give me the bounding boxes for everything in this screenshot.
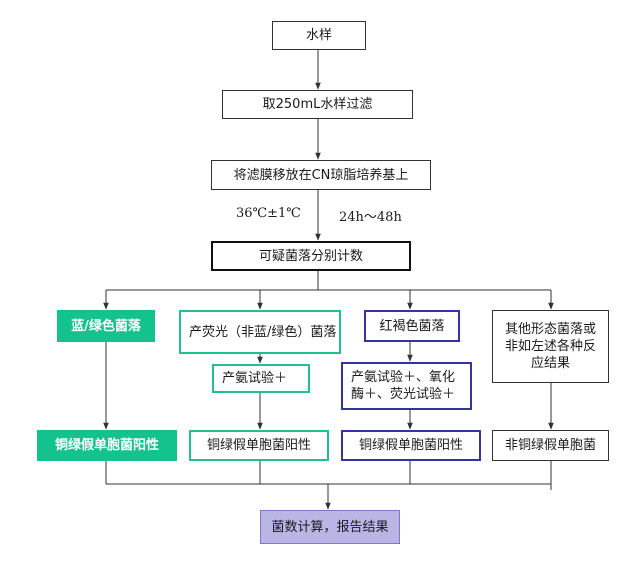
condition-time: 24h～48h — [339, 210, 402, 225]
node-filter: 取250mL水样过滤 — [222, 90, 413, 119]
node-other-colony: 其他形态菌落或非如左述各种反应结果 — [492, 310, 609, 383]
node-transfer: 将滤膜移放在CN琼脂培养基上 — [211, 160, 431, 190]
node-ammonia-test: 产氨试验＋ — [212, 364, 310, 393]
node-red-brown-colony: 红褐色菌落 — [364, 310, 460, 342]
node-report: 菌数计算，报告结果 — [260, 510, 400, 544]
node-count: 可疑菌落分别计数 — [211, 241, 411, 271]
condition-temperature: 36℃±1℃ — [236, 206, 301, 221]
node-positive-1: 铜绿假单胞菌阳性 — [37, 430, 177, 461]
node-positive-3: 铜绿假单胞菌阳性 — [341, 430, 481, 461]
node-positive-2: 铜绿假单胞菌阳性 — [189, 430, 329, 461]
node-red-brown-tests: 产氨试验＋、氧化酶＋、荧光试验＋ — [341, 362, 472, 410]
node-blue-green-colony: 蓝/绿色菌落 — [57, 310, 155, 342]
node-fluorescent-colony: 产荧光（非蓝/绿色）菌落 — [179, 310, 341, 354]
node-water-sample: 水样 — [272, 21, 366, 50]
node-negative: 非铜绿假单胞菌 — [492, 430, 609, 461]
